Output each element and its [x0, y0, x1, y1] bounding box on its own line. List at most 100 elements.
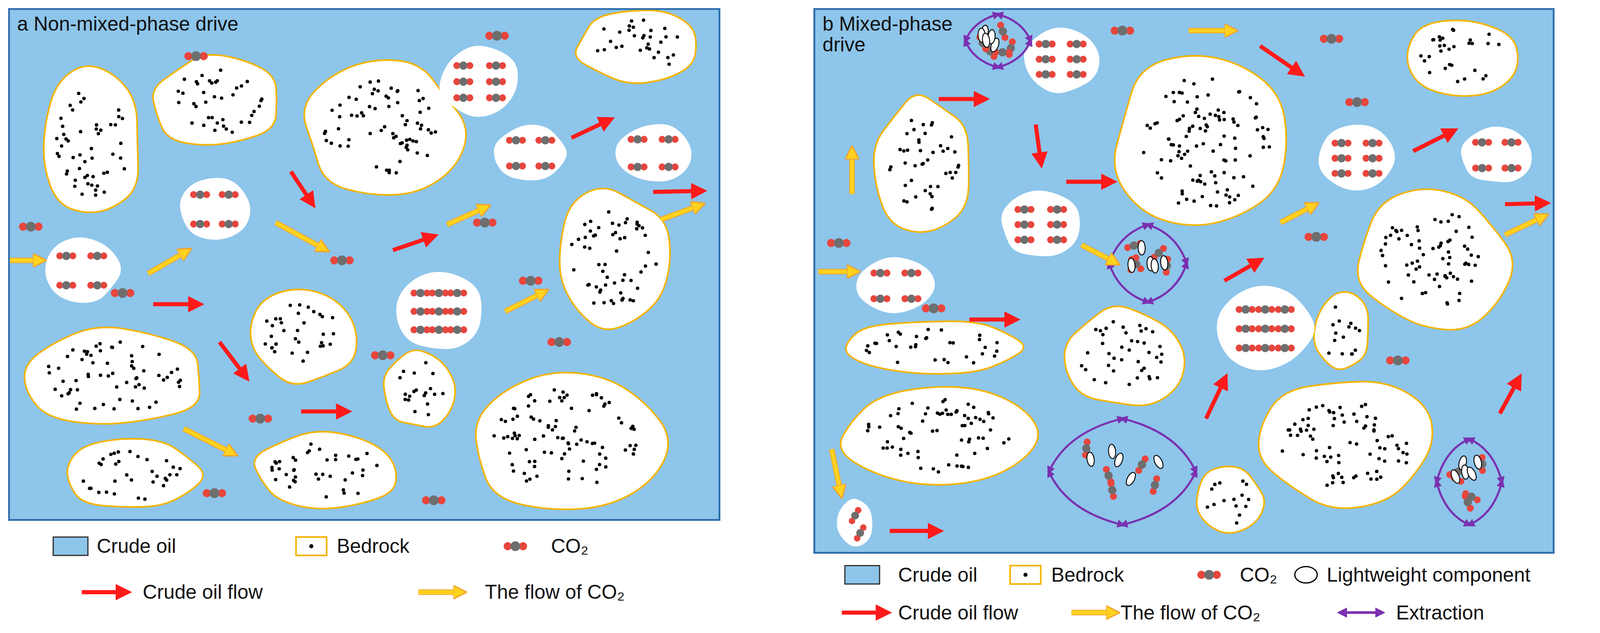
bedrock-dot: [1120, 345, 1124, 349]
bedrock-dot: [1188, 164, 1193, 168]
co2-molecule: [1125, 252, 1142, 275]
pore: [856, 257, 935, 313]
bedrock-dot: [1124, 330, 1128, 335]
bedrock-dot: [93, 406, 97, 411]
bedrock-dot: [151, 479, 155, 484]
bedrock-dot: [1213, 113, 1218, 118]
bedrock-dot: [1225, 187, 1230, 192]
bedrock-dot: [239, 84, 244, 88]
co2-molecule: [1331, 169, 1352, 178]
bedrock-dot: [1405, 233, 1410, 238]
bedrock-dot: [560, 456, 564, 461]
bedrock-dot: [1209, 170, 1214, 174]
bedrock-dot: [68, 103, 73, 108]
co2-flow-arrow-edge: [1071, 609, 1115, 615]
bedrock-dot: [79, 99, 83, 104]
bedrock-dot: [1195, 107, 1199, 111]
bedrock-dot: [125, 380, 129, 385]
bedrock-dot: [1399, 228, 1404, 233]
bedrock-dot: [94, 126, 99, 131]
bedrock-dot: [1496, 42, 1501, 47]
bedrock-dot: [1441, 36, 1445, 41]
bedrock-dot: [1197, 114, 1201, 119]
bedrock-dot: [1423, 290, 1428, 295]
bedrock-dot: [1111, 368, 1116, 373]
bedrock-dot: [1206, 93, 1211, 97]
bedrock-dot: [90, 156, 95, 160]
bedrock-dot: [1301, 417, 1305, 422]
bedrock-dot: [418, 126, 423, 131]
bedrock-dot: [1457, 214, 1461, 219]
bedrock-dot: [492, 433, 497, 438]
bedrock-dot: [1136, 359, 1140, 364]
bedrock-dot: [941, 149, 945, 154]
bedrock-dot: [1332, 410, 1336, 415]
bedrock-grain: [1064, 306, 1185, 406]
bedrock-dot: [67, 390, 72, 395]
bedrock-dot: [128, 449, 132, 453]
bedrock-dot: [928, 184, 933, 189]
bedrock-dot: [522, 471, 527, 475]
bedrock-dot: [157, 373, 161, 377]
bedrock-dot: [602, 300, 606, 305]
bedrock-dot: [590, 441, 595, 446]
co2-molecule: [870, 268, 891, 277]
bedrock-dot: [157, 352, 161, 357]
bedrock-dot: [1437, 284, 1442, 289]
legend-text: Extraction: [1396, 601, 1485, 624]
bedrock-dot: [1193, 110, 1198, 115]
bedrock-dot: [1312, 427, 1316, 431]
bedrock-dot: [1399, 296, 1404, 300]
bedrock-dot: [133, 384, 138, 389]
bedrock-dot: [1378, 445, 1382, 450]
bedrock-dot: [355, 113, 359, 118]
bedrock-grain: [1258, 381, 1433, 508]
bedrock-dot: [594, 467, 599, 471]
bedrock-dot: [373, 106, 377, 111]
co2-molecule: [1345, 97, 1369, 108]
bedrock-dot: [1463, 262, 1467, 267]
bedrock-dot: [412, 370, 416, 375]
extraction-arrow: [1148, 263, 1187, 303]
bedrock-dot: [659, 40, 663, 45]
bedrock-dot: [1192, 81, 1196, 86]
co2-molecule: [189, 190, 210, 199]
bedrock-dot: [1176, 153, 1180, 158]
bedrock-dot: [935, 411, 940, 415]
bedrock-dot: [85, 173, 90, 178]
bedrock-dot: [1098, 328, 1103, 333]
bedrock-dot: [1394, 228, 1398, 233]
bedrock-dot: [955, 452, 959, 457]
bedrock-dot: [429, 131, 434, 135]
bedrock-dot: [331, 331, 336, 336]
bedrock-dot: [101, 456, 105, 461]
bedrock-dot: [316, 476, 321, 481]
bedrock-dot: [587, 282, 592, 287]
bedrock-dot: [161, 483, 166, 488]
lightweight-component: [1472, 453, 1483, 470]
co2-molecule: [453, 77, 474, 86]
bedrock-dot: [561, 389, 565, 394]
pore: [1001, 190, 1080, 257]
bedrock-dot: [602, 47, 607, 52]
co2-molecule: [901, 294, 922, 303]
bedrock-dot: [1180, 91, 1185, 95]
legend-text: Lightweight component: [1326, 563, 1531, 586]
bedrock-dot: [324, 494, 329, 499]
co2-molecule: [870, 294, 891, 303]
bedrock-dot: [426, 127, 431, 132]
bedrock-dot: [647, 47, 652, 51]
bedrock-dot: [1447, 62, 1452, 67]
co2-molecule: [1235, 305, 1256, 314]
co2-molecule: [1362, 169, 1383, 178]
bedrock-dot: [338, 103, 342, 107]
bedrock-dot: [929, 122, 934, 127]
bedrock-dot: [346, 144, 351, 149]
pore: [1318, 124, 1396, 191]
bedrock-dot: [62, 132, 66, 136]
extraction-arrow: [1048, 471, 1123, 525]
bedrock-dot: [213, 80, 218, 85]
bedrock-dot: [270, 345, 274, 350]
bedrock-dot: [1390, 433, 1394, 438]
bedrock-dot: [1383, 263, 1388, 268]
